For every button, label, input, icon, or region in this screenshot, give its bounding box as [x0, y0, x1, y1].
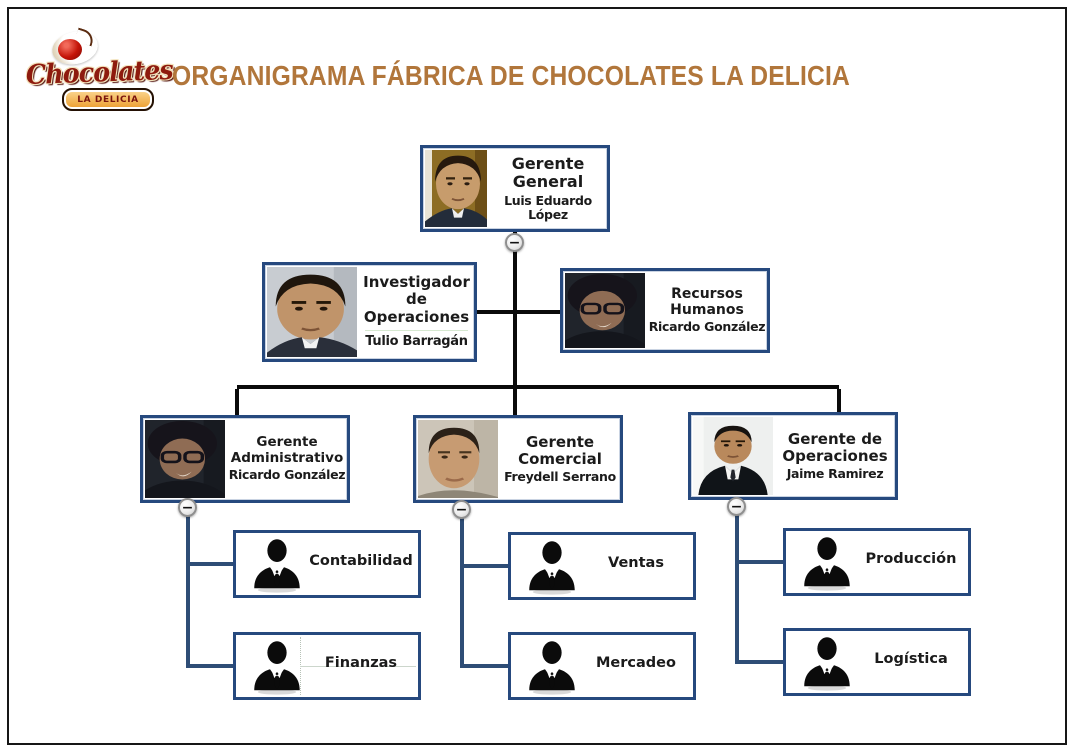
node-gerente-administrativo[interactable]: Gerente Administrativo Ricardo González [140, 415, 350, 503]
cell-divider [364, 329, 469, 331]
node-recursos-humanos[interactable]: Recursos Humanos Ricardo González [560, 268, 770, 353]
photo-ricardo-gonzalez [565, 273, 645, 348]
photo-tulio-barragan [267, 267, 357, 357]
businessman-icon [254, 539, 300, 593]
department-label: Ventas [608, 555, 664, 571]
connector-drop-comercial [513, 389, 517, 415]
businessman-icon [529, 541, 575, 595]
node-person-name: Tulio Barragán [365, 333, 468, 349]
collapse-button-gerente-general[interactable]: − [505, 233, 524, 252]
page-title: ORGANIGRAMA FÁBRICA DE CHOCOLATES LA DEL… [172, 60, 851, 91]
connector-drop-operaciones [837, 389, 841, 412]
node-title: Gerente Administrativo [230, 434, 344, 466]
cherry-icon [49, 27, 101, 69]
businessman-icon [804, 637, 850, 691]
node-finanzas[interactable]: Finanzas [233, 632, 421, 700]
connector-drop-administrativo [235, 389, 239, 415]
collapse-button-comercial[interactable]: − [452, 500, 471, 519]
connector-operaciones-subtree-vertical [735, 500, 739, 664]
node-title: Recursos Humanos [670, 286, 744, 319]
connector-to-finanzas [186, 664, 233, 668]
collapse-button-operaciones[interactable]: − [727, 497, 746, 516]
department-label: Producción [865, 551, 957, 567]
node-logistica[interactable]: Logística [783, 628, 971, 696]
node-person-name: Ricardo González [228, 467, 346, 483]
node-investigador-operaciones[interactable]: Investigador de Operaciones Tulio Barrag… [262, 262, 477, 362]
node-gerente-general[interactable]: Gerente General Luis Eduardo López [420, 145, 610, 232]
node-person-name: Luis Eduardo López [504, 192, 592, 222]
node-person-name: Jaime Ramirez [786, 466, 884, 482]
logo-brand-text: Chocolates [25, 54, 174, 91]
connector-distributor [237, 385, 839, 389]
node-title: Gerente de Operaciones [782, 429, 888, 465]
department-label: Mercadeo [596, 655, 676, 671]
connector-to-ventas [460, 564, 508, 568]
department-label: Logística [874, 651, 948, 667]
node-person-name: Ricardo González [648, 319, 766, 335]
node-gerente-comercial[interactable]: Gerente Comercial Freydell Serrano [413, 415, 623, 503]
connector-to-contabilidad [186, 562, 233, 566]
node-title: Gerente Comercial [518, 432, 602, 468]
connector-comercial-subtree-vertical [460, 503, 464, 668]
node-gerente-operaciones[interactable]: Gerente de Operaciones Jaime Ramirez [688, 412, 898, 500]
node-contabilidad[interactable]: Contabilidad [233, 530, 421, 598]
businessman-icon [254, 641, 300, 695]
node-person-name: Freydell Serrano [504, 469, 616, 485]
department-label: Contabilidad [309, 553, 413, 569]
connector-to-produccion [735, 560, 783, 564]
photo-freydell-serrano [418, 420, 498, 498]
connector-admin-subtree-vertical [186, 503, 190, 668]
businessman-icon [529, 641, 575, 695]
businessman-icon [804, 537, 850, 591]
department-label: Finanzas [324, 655, 398, 671]
company-logo: Chocolates LA DELICIA [25, 27, 174, 111]
node-ventas[interactable]: Ventas [508, 532, 696, 600]
node-mercadeo[interactable]: Mercadeo [508, 632, 696, 700]
connector-staff-horizontal [477, 310, 560, 314]
node-produccion[interactable]: Producción [783, 528, 971, 596]
photo-luis-eduardo-lopez [425, 150, 487, 227]
node-title: Gerente General [511, 153, 585, 192]
collapse-button-administrativo[interactable]: − [178, 498, 197, 517]
connector-to-logistica [735, 660, 783, 664]
photo-jaime-ramirez [693, 417, 773, 495]
logo-badge-text: LA DELICIA [62, 88, 154, 111]
photo-ricardo-gonzalez [145, 420, 225, 498]
node-title: Investigador de Operaciones [363, 273, 470, 326]
connector-to-mercadeo [460, 664, 508, 668]
